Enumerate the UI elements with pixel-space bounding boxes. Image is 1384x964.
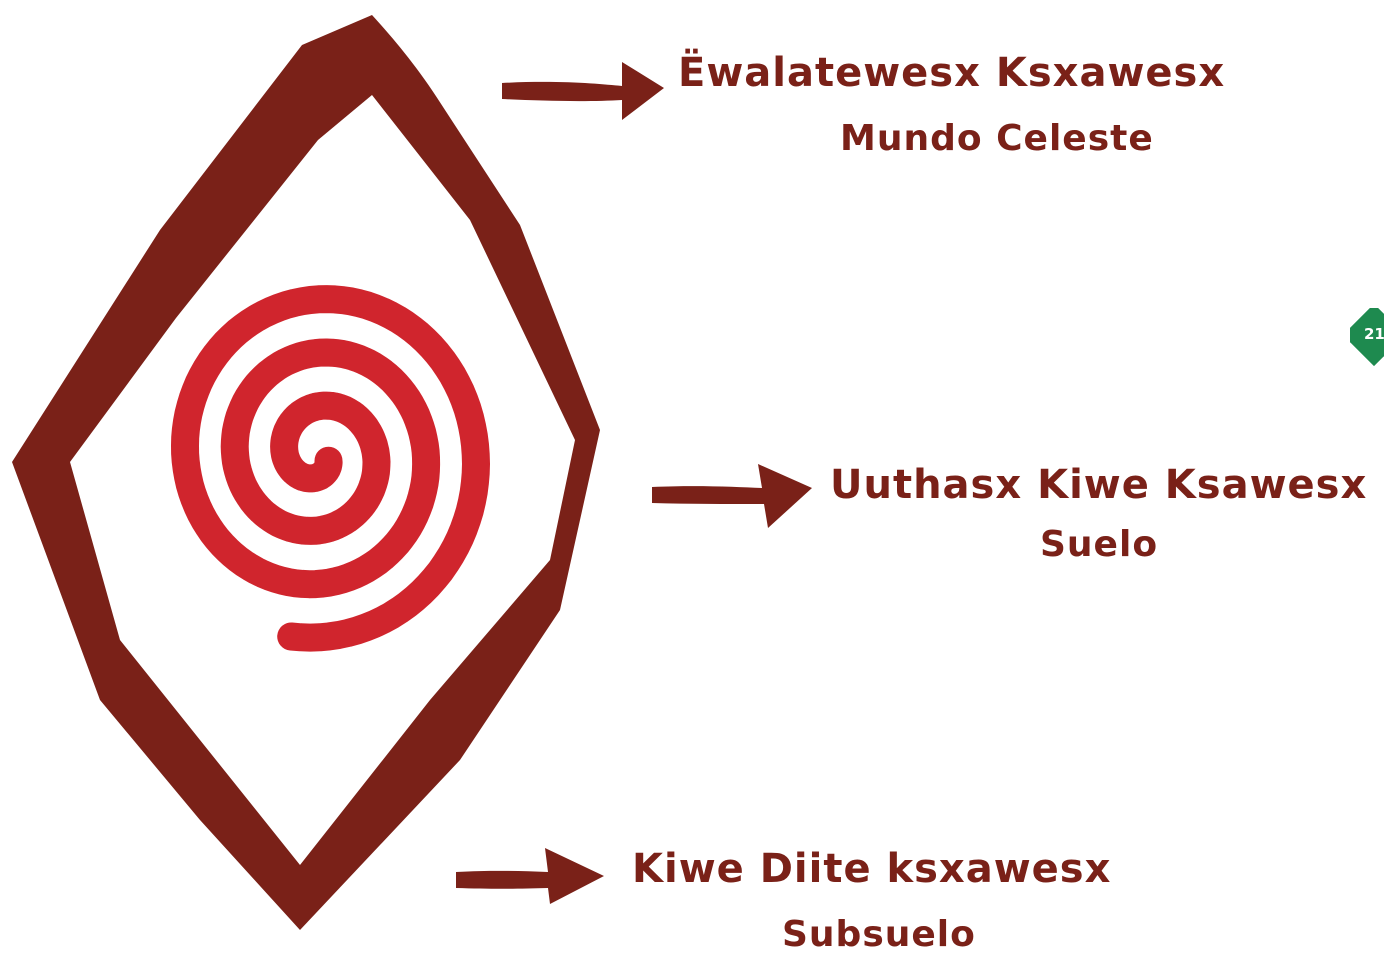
label-middle-primary: Uuthasx Kiwe Ksawesx <box>830 462 1367 508</box>
arrow-upper-icon <box>502 62 664 120</box>
arrow-middle-icon <box>652 464 812 528</box>
label-lower-secondary: Subsuelo <box>782 914 976 955</box>
page-number-badge: 21 <box>1350 308 1384 368</box>
page-number: 21 <box>1364 325 1384 343</box>
label-upper-primary: Ëwalatewesx Ksxawesx <box>678 50 1225 96</box>
label-lower-primary: Kiwe Diite ksxawesx <box>632 846 1111 892</box>
arrow-lower-icon <box>456 848 604 904</box>
label-upper-secondary: Mundo Celeste <box>840 118 1154 159</box>
label-middle-secondary: Suelo <box>1040 524 1158 565</box>
spiral-icon <box>185 299 476 637</box>
